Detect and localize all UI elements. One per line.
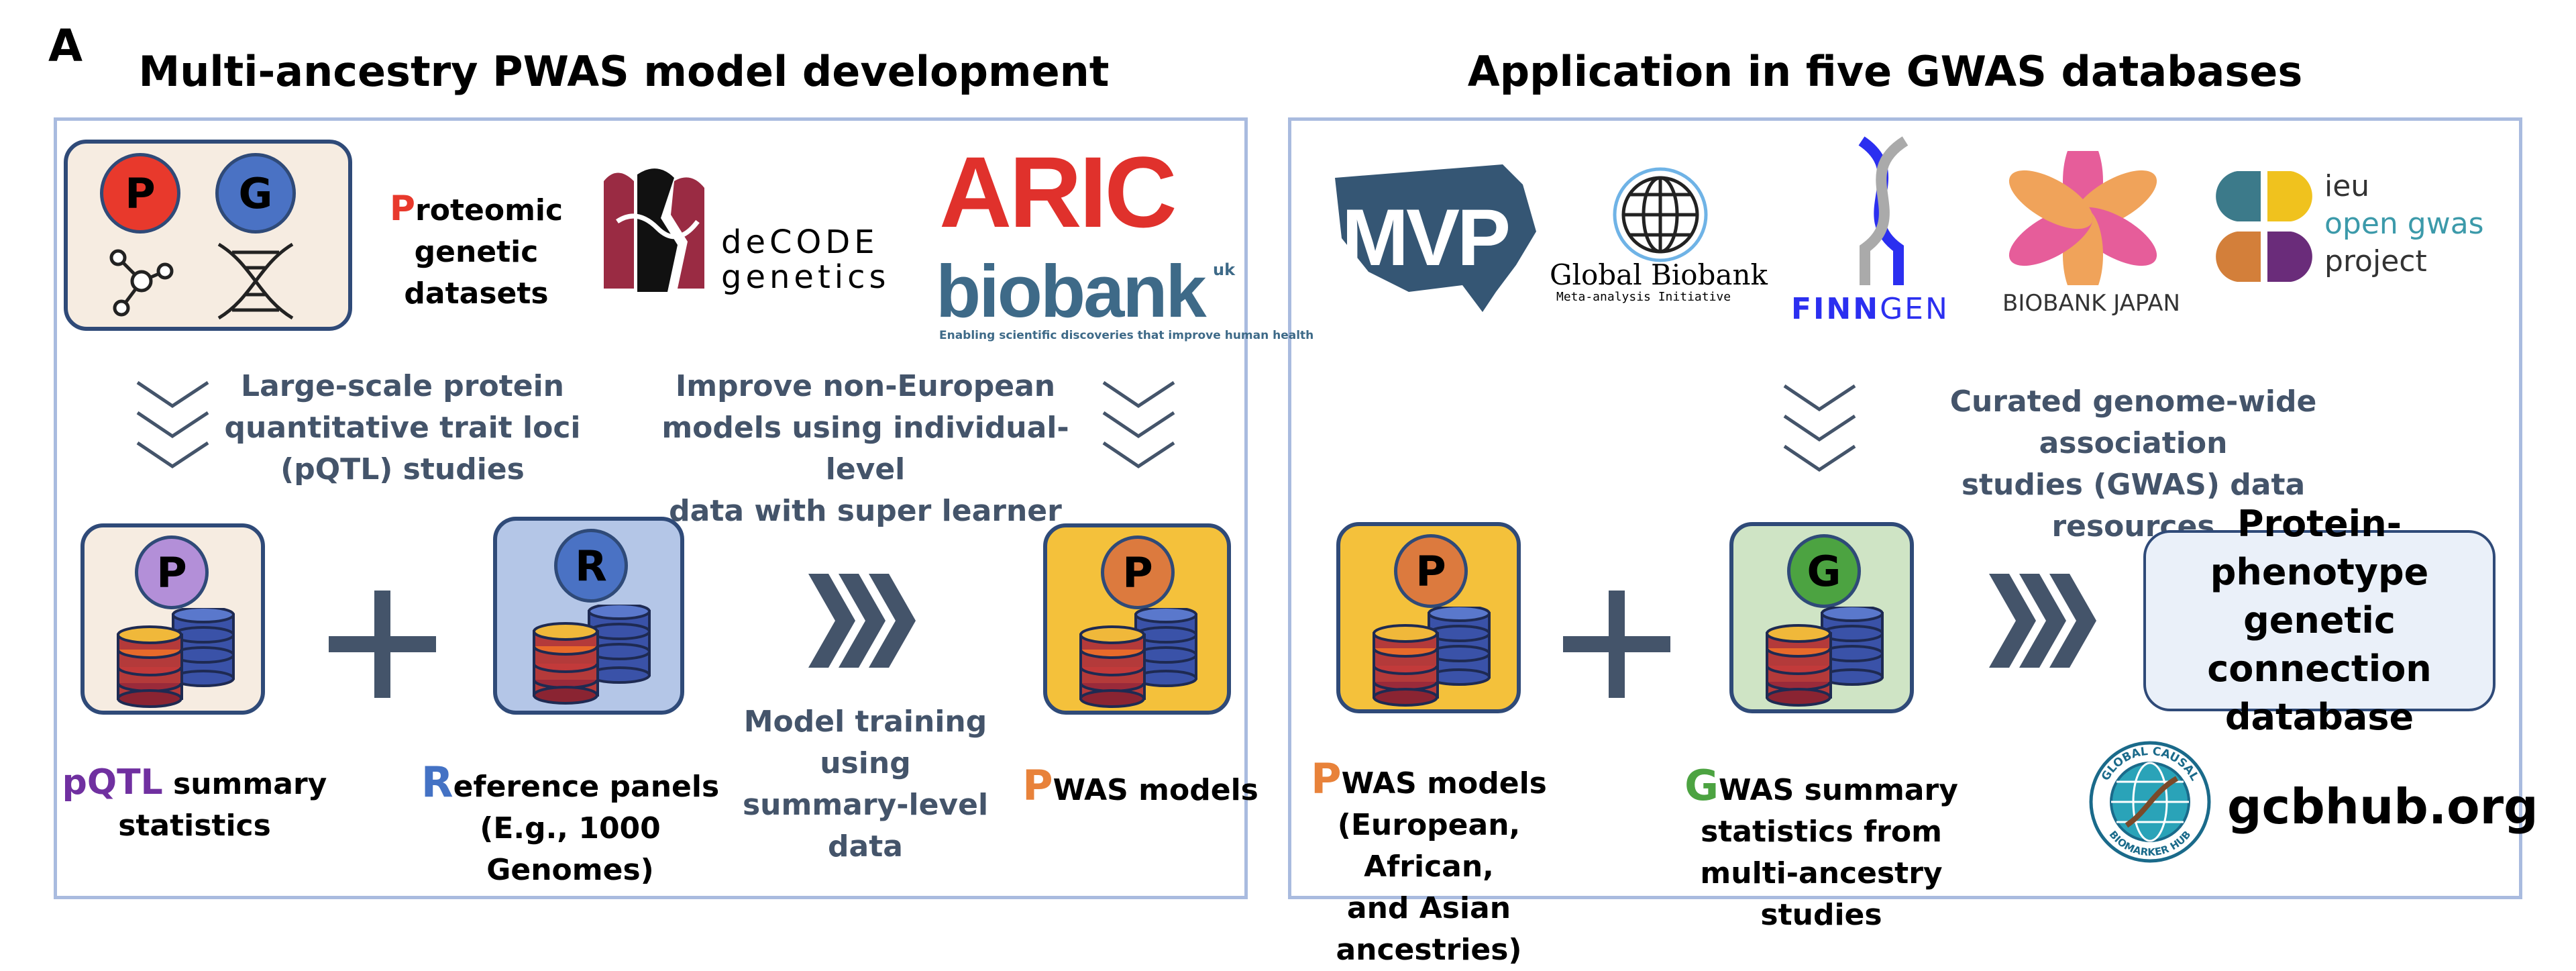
global-biobank-logo: Global Biobank [1550,258,1768,291]
plus-icon [1563,591,1670,698]
aric-logo: ARIC [939,136,1177,248]
database-stack-icon [1766,607,1884,707]
biobank-tagline: Enabling scientific discoveries that imp… [939,329,1314,342]
pwas-models-box: P [1043,523,1231,715]
database-stack-icon [117,608,235,708]
ieu-logo-text: ieu open gwas project [2324,169,2484,278]
dna-icon [217,242,294,320]
proteomic-datasets-label: Proteomic genetic datasets [389,189,564,311]
globe-icon [1613,167,1708,262]
finngen-logo: FINNGEN [1791,292,1949,326]
gcbhub-url[interactable]: gcbhub.org [2227,778,2538,835]
panel-letter: A [48,20,83,72]
down-chevrons-icon [1783,384,1856,472]
badge-g-green: G [1787,534,1861,608]
reference-panel-box: R [493,517,684,715]
biobank-japan-logo: BIOBANK JAPAN [2002,290,2180,317]
gcbhub-logo-icon: GLOBAL CAUSAL BIOMARKER HUB [2089,741,2211,863]
pqtl-stats-box: P [80,523,265,715]
biobank-uk-label: uk [1213,260,1236,279]
pqtl-caption: pQTL summary statistics [62,762,327,843]
pwas-caption-left: PWAS models [1022,761,1258,810]
finngen-dna-icon [1858,136,1909,285]
global-biobank-subtitle: Meta-analysis Initiative [1556,290,1731,304]
database-stack-icon [533,605,651,705]
mvp-map-icon [1335,164,1536,312]
triple-arrow-icon [1989,574,2096,668]
database-stack-icon [1079,608,1197,708]
pwas-caption-right: PWAS models (European, African, and Asia… [1311,754,1547,968]
molecule-icon [109,249,174,317]
plus-icon [329,591,436,698]
pwas-models-box-right: P [1336,522,1521,713]
database-stack-icon [1373,607,1491,707]
biobank-japan-flower-icon [2008,151,2157,285]
mvp-logo: MVP [1342,193,1511,283]
triple-arrow-icon [808,574,916,668]
badge-p-purple: P [135,535,209,609]
ieu-logo-icon [2216,171,2312,282]
badge-p-orange: P [1101,535,1175,609]
left-panel [54,117,1248,899]
right-panel-title: Application in five GWAS databases [1467,47,2303,96]
biobank-logo: biobank [936,250,1207,333]
left-panel-title: Multi-ancestry PWAS model development [138,47,1110,96]
badge-g: G [215,153,296,234]
gwas-stats-box: G [1729,522,1914,713]
badge-p-orange: P [1394,534,1468,608]
reference-caption: Reference panels (E.g., 1000 Genomes) [421,758,720,888]
decode-logo-icon [604,168,704,292]
gwas-caption: GWAS summary statistics from multi-ances… [1684,761,1958,933]
down-chevrons-icon [136,380,209,469]
right-panel [1288,117,2522,899]
proteomic-source-box: P G [64,140,352,331]
badge-r: R [554,529,628,603]
down-chevrons-icon [1102,380,1175,469]
badge-p: P [100,153,180,234]
